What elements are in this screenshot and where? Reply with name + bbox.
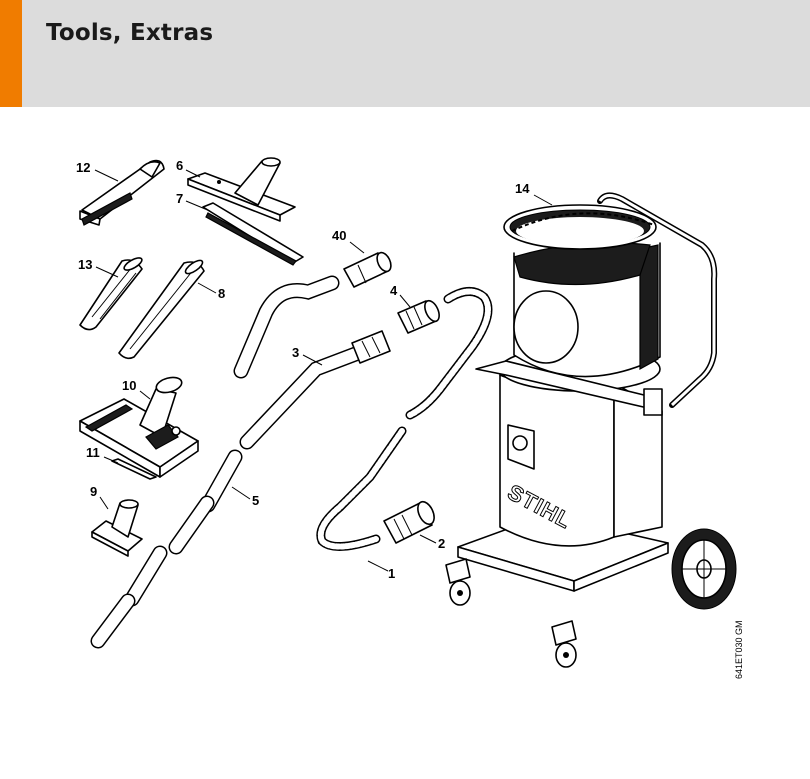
callout-2: 2: [438, 536, 445, 551]
callout-14: 14: [515, 181, 530, 196]
part-8-crevice-tool-long: [118, 259, 205, 360]
callout-9: 9: [90, 484, 97, 499]
callout-7: 7: [176, 191, 183, 206]
callout-3: 3: [292, 345, 299, 360]
part-10-combination-nozzle: [79, 376, 199, 478]
part-2-hose-connector: [383, 500, 435, 544]
callout-13: 13: [78, 257, 92, 272]
callout-4: 4: [390, 283, 398, 298]
part-9-upholstery-nozzle: [91, 499, 143, 557]
callout-40: 40: [332, 228, 346, 243]
part-13-crevice-tool: [79, 257, 143, 331]
part-11-strip: [111, 458, 157, 480]
callout-6: 6: [176, 158, 183, 173]
part-40-adapter: [343, 251, 392, 288]
header-bar: Tools, Extras: [0, 0, 810, 107]
part-7-nozzle-strip: [202, 202, 304, 266]
part-4-coupling: [397, 299, 440, 334]
part-12-brush: [79, 159, 165, 226]
callout-11: 11: [86, 445, 100, 460]
callout-5: 5: [252, 493, 259, 508]
accent-bar: [0, 0, 22, 107]
page-title: Tools, Extras: [46, 20, 214, 46]
part-3-bent-tube: [233, 275, 391, 450]
callout-1: 1: [388, 566, 395, 581]
parts-diagram: STIHL 12 6 7 13 8 40: [0, 107, 810, 779]
callouts: 12 6 7 13 8 40 4 3 10 11 9 5 2 1 14: [76, 158, 553, 581]
part-5-extension-tubes: [90, 449, 243, 649]
callout-12: 12: [76, 160, 90, 175]
drawing-code: 641ET030 GM: [734, 620, 744, 679]
part-1-suction-hose: [316, 287, 493, 551]
part-6-floor-nozzle: [187, 157, 296, 222]
callout-8: 8: [218, 286, 225, 301]
vacuum-cleaner: STIHL: [445, 192, 737, 668]
parts-illustration: STIHL 12 6 7 13 8 40: [76, 157, 744, 679]
callout-10: 10: [122, 378, 136, 393]
